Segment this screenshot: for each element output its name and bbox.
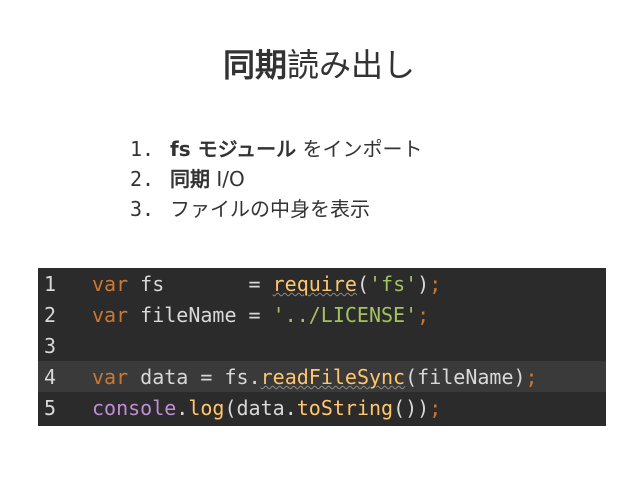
- code-operator: =: [200, 365, 225, 389]
- code-identifier: fs: [128, 272, 249, 296]
- code-paren: ): [417, 396, 430, 420]
- code-line: 1 var fs = require('fs');: [38, 268, 606, 299]
- list-number: 2.: [130, 167, 155, 191]
- code-semicolon: ;: [429, 272, 442, 296]
- line-number: 4: [44, 365, 57, 389]
- line-number: 2: [44, 303, 57, 327]
- code-operator: =: [248, 303, 273, 327]
- title-bold: 同期: [222, 46, 287, 84]
- list-bold: 同期: [170, 167, 210, 191]
- code-paren: (: [405, 365, 418, 389]
- code-semicolon: ;: [525, 365, 538, 389]
- code-paren: (: [356, 272, 369, 296]
- code-identifier: data: [128, 365, 201, 389]
- code-line-highlighted: 4 var data = fs.readFileSync(fileName);: [38, 361, 606, 392]
- code-paren: (): [393, 396, 418, 420]
- line-number: 3: [44, 334, 57, 358]
- code-string: 'fs': [368, 272, 418, 296]
- code-dot: .: [284, 396, 297, 420]
- code-dot: .: [248, 365, 261, 389]
- code-argument: fileName: [417, 365, 514, 389]
- list-text: I/O: [210, 167, 245, 191]
- list-text: ファイルの中身を表示: [170, 197, 370, 221]
- code-keyword: var: [92, 272, 129, 296]
- slide-title: 同期読み出し: [0, 40, 638, 86]
- code-function: log: [188, 396, 225, 420]
- list-item: 1. fs モジュール をインポート: [130, 134, 423, 164]
- code-object: fs: [224, 365, 249, 389]
- code-line: 2 var fileName = '../LICENSE';: [38, 299, 606, 330]
- title-rest: 読み出し: [287, 46, 416, 84]
- line-number: 1: [44, 272, 57, 296]
- list-item: 2. 同期 I/O: [130, 164, 423, 194]
- code-paren: ): [417, 272, 430, 296]
- code-string: '../LICENSE': [272, 303, 418, 327]
- code-operator: =: [248, 272, 273, 296]
- code-function: toString: [296, 396, 394, 420]
- code-paren: ): [513, 365, 526, 389]
- code-argument: data: [236, 396, 285, 420]
- code-paren: (: [224, 396, 237, 420]
- code-object: console: [92, 396, 177, 420]
- code-dot: .: [176, 396, 189, 420]
- code-semicolon: ;: [417, 303, 430, 327]
- code-function: require: [272, 272, 357, 296]
- code-keyword: var: [92, 365, 129, 389]
- code-line: 3: [38, 330, 606, 361]
- list-text: をインポート: [296, 137, 423, 161]
- list-bold: fs モジュール: [170, 137, 297, 161]
- code-identifier: fileName: [128, 303, 249, 327]
- code-function: readFileSync: [260, 365, 406, 389]
- code-semicolon: ;: [429, 396, 442, 420]
- line-number: 5: [44, 396, 57, 420]
- steps-list: 1. fs モジュール をインポート 2. 同期 I/O 3. ファイルの中身を表示: [130, 134, 423, 224]
- list-number: 1.: [130, 137, 155, 161]
- code-keyword: var: [92, 303, 129, 327]
- list-item: 3. ファイルの中身を表示: [130, 194, 423, 224]
- list-number: 3.: [130, 197, 155, 221]
